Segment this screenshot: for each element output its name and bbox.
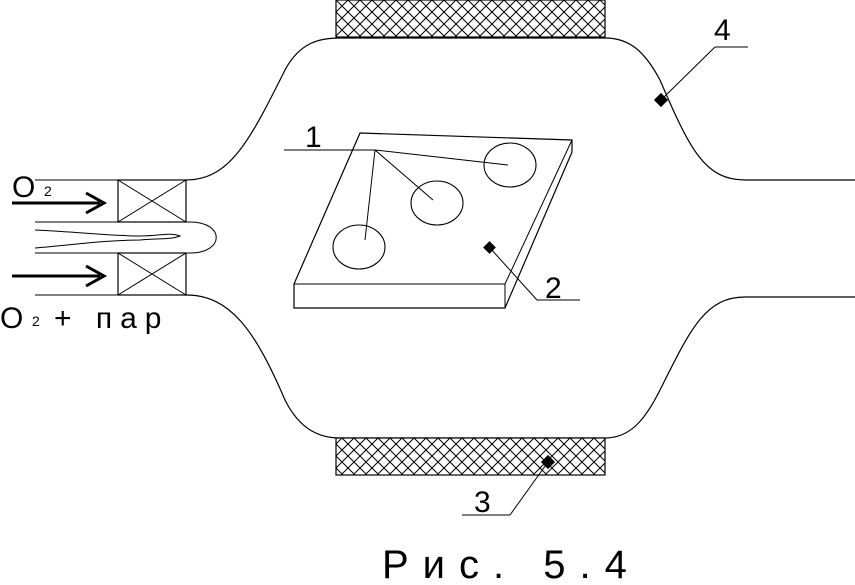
arrow-bottom <box>12 264 108 288</box>
inlet-top-sub: 2 <box>44 183 52 199</box>
label-2: 2 <box>545 272 562 305</box>
reactor-wall-lower <box>185 294 855 439</box>
sample-circle <box>332 224 386 270</box>
inlet-top-main: О <box>12 171 35 204</box>
sample-circle <box>483 142 537 188</box>
inlet-block-bottom <box>117 252 187 296</box>
arrow-top <box>12 191 108 215</box>
label-1: 1 <box>305 121 322 154</box>
leader-1 <box>284 149 509 241</box>
inlet-bottom-main: О <box>0 302 23 335</box>
inlet-block-top <box>117 179 187 223</box>
label-3: 3 <box>474 486 491 519</box>
reactor-wall-upper <box>185 37 855 181</box>
leader-2 <box>483 241 580 301</box>
figure-caption: Рис. 5.4 <box>382 543 641 585</box>
sample-circle <box>410 180 464 226</box>
leader-3 <box>462 454 556 516</box>
heater-bottom <box>335 437 606 476</box>
label-4: 4 <box>714 14 731 47</box>
flame-core <box>34 229 182 249</box>
inlet-bottom-suffix: + пар <box>54 302 169 335</box>
inlet-guide-lines <box>35 179 118 296</box>
substrate-plate <box>293 132 573 309</box>
leader-4 <box>653 46 748 108</box>
heater-top <box>335 0 606 38</box>
flame-nozzle <box>118 221 217 254</box>
inlet-bottom-sub: 2 <box>32 313 40 329</box>
